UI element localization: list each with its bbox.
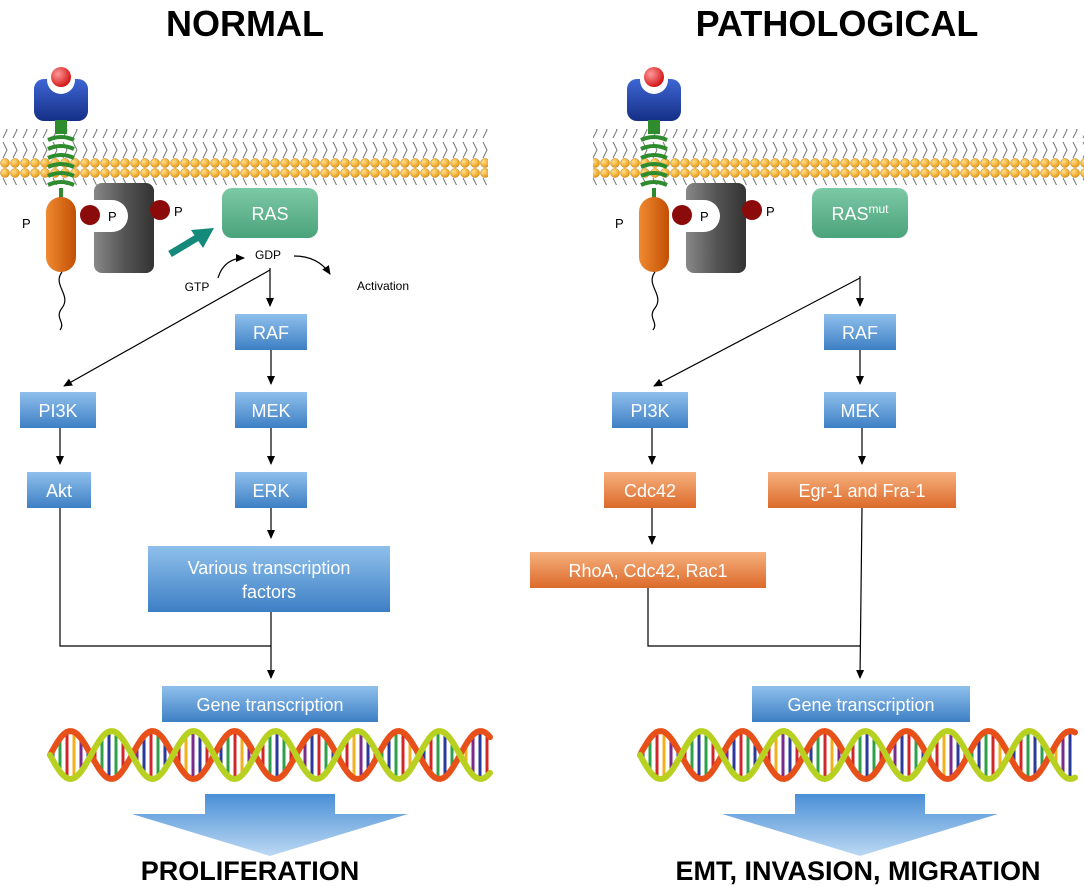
svg-text:ERK: ERK	[252, 481, 289, 501]
adaptor-protein-icon	[46, 197, 76, 272]
cell-membrane	[593, 129, 1084, 185]
kinase-icon: P P	[672, 183, 775, 273]
kinase-icon: P P	[80, 183, 183, 273]
panel-normal: NORMAL P P P	[0, 3, 493, 886]
ligand-icon	[644, 67, 664, 87]
svg-text:Egr-1 and Fra-1: Egr-1 and Fra-1	[798, 481, 925, 501]
pi3k-box	[20, 392, 96, 428]
ras-protein	[222, 188, 318, 238]
svg-text:Akt: Akt	[46, 481, 72, 501]
phosphate-icon	[672, 205, 692, 225]
raf-box	[824, 314, 896, 350]
svg-text:P: P	[108, 209, 117, 224]
svg-text:PI3K: PI3K	[630, 401, 669, 421]
svg-text:P: P	[700, 209, 709, 224]
akt-box	[27, 472, 91, 508]
pi3k-box	[612, 392, 688, 428]
erk-box	[235, 472, 307, 508]
dna-helix-icon	[637, 727, 1078, 783]
svg-text:RhoA, Cdc42, Rac1: RhoA, Cdc42, Rac1	[568, 561, 727, 581]
gdp-label: GDP	[255, 248, 281, 262]
svg-text:Gene transcription: Gene transcription	[787, 695, 934, 715]
phosphate-icon	[150, 200, 170, 220]
transcription-factors-box	[148, 546, 390, 612]
svg-text:Gene transcription: Gene transcription	[196, 695, 343, 715]
dna-strand	[637, 727, 1078, 783]
panel-pathological: PATHOLOGICAL P P P RASmut RAF	[530, 3, 1084, 886]
activation-arrow-icon	[168, 228, 214, 258]
receptor-icon	[34, 66, 88, 198]
phosphate-icon	[742, 200, 762, 220]
gene-transcription-box	[752, 686, 970, 722]
svg-text:P: P	[174, 204, 183, 219]
phospho-label: P	[615, 216, 624, 231]
svg-text:PI3K: PI3K	[38, 401, 77, 421]
ras-mutant-protein	[812, 188, 908, 238]
phosphate-icon	[80, 205, 100, 225]
svg-text:RAF: RAF	[842, 323, 878, 343]
phospho-label: P	[22, 216, 31, 231]
mek-box	[235, 392, 307, 428]
svg-text:factors: factors	[242, 582, 296, 602]
outcome-label: EMT, INVASION, MIGRATION	[675, 856, 1040, 886]
svg-text:Cdc42: Cdc42	[624, 481, 676, 501]
svg-text:P: P	[766, 204, 775, 219]
svg-text:MEK: MEK	[251, 401, 290, 421]
dna-strand	[47, 727, 493, 783]
rhoa-cdc42-rac1-box	[530, 552, 766, 588]
cdc42-box	[604, 472, 696, 508]
receptor-icon	[627, 66, 681, 198]
outcome-label: PROLIFERATION	[141, 856, 360, 886]
dna-strand	[637, 727, 1078, 783]
ras-mut-label: RASmut	[831, 202, 889, 224]
raf-box	[235, 314, 307, 350]
dna-strand	[47, 727, 493, 783]
mek-box	[824, 392, 896, 428]
ligand-icon	[51, 67, 71, 87]
ras-label: RAS	[251, 204, 288, 224]
activation-label: Activation	[357, 279, 409, 293]
cell-membrane	[0, 129, 488, 185]
egr-fra-box	[768, 472, 956, 508]
gtp-label: GTP	[185, 280, 210, 294]
panel-title: NORMAL	[166, 3, 324, 44]
svg-text:MEK: MEK	[840, 401, 879, 421]
adaptor-protein-icon	[639, 197, 669, 272]
svg-text:RAF: RAF	[253, 323, 289, 343]
outcome-arrow-icon	[132, 794, 408, 856]
panel-title: PATHOLOGICAL	[696, 3, 979, 44]
gene-transcription-box	[162, 686, 378, 722]
dna-helix-icon	[47, 727, 493, 783]
outcome-arrow-icon	[722, 794, 998, 856]
svg-text:Various transcription: Various transcription	[188, 558, 351, 578]
